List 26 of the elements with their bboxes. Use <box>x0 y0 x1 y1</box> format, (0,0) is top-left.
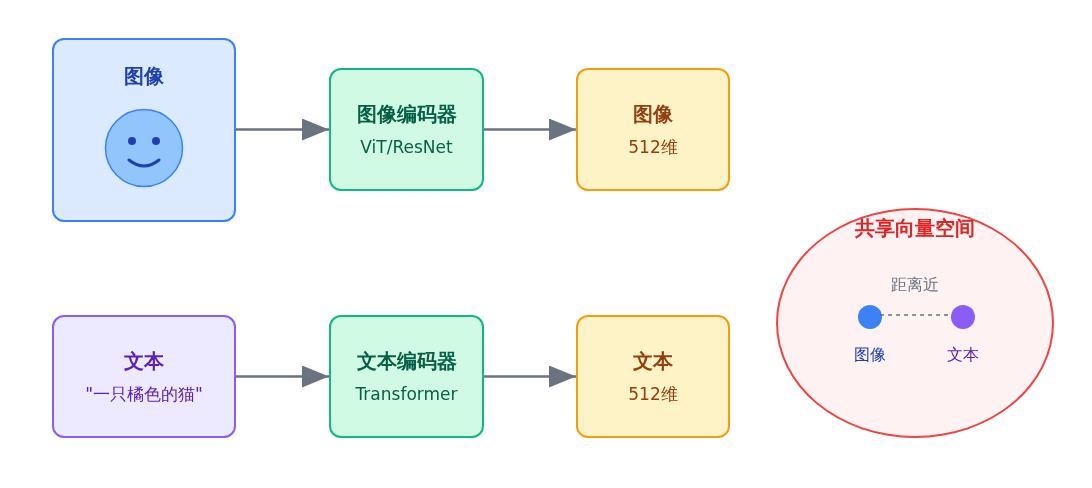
dotted-line <box>879 314 950 316</box>
process-box <box>329 68 484 191</box>
box-subtitle: "一只橘色的猫" <box>85 382 203 405</box>
arrow <box>236 118 329 141</box>
edge-label: 距离近 <box>890 275 939 296</box>
box-subtitle: Transformer <box>355 382 458 405</box>
process-box <box>576 315 730 438</box>
arrow <box>484 118 576 141</box>
process-box <box>52 315 236 438</box>
box-subtitle: 512维 <box>628 382 678 405</box>
process-box <box>52 38 236 222</box>
box-title: 图像 <box>124 64 164 88</box>
arrow <box>484 365 576 388</box>
box-subtitle: 512维 <box>628 135 678 158</box>
box-title: 文本 <box>124 348 164 373</box>
point-label: 图像 <box>854 345 886 366</box>
box-title: 图像 <box>633 101 673 126</box>
box-title: 文本编码器 <box>356 348 457 373</box>
box-title: 图像编码器 <box>356 101 457 126</box>
point-label: 文本 <box>947 345 979 366</box>
space-title: 共享向量空间 <box>854 216 976 240</box>
arrow <box>236 365 329 388</box>
process-box <box>329 315 484 438</box>
process-box <box>576 68 730 191</box>
box-title: 文本 <box>633 348 673 373</box>
box-subtitle: ViT/ResNet <box>360 135 453 158</box>
